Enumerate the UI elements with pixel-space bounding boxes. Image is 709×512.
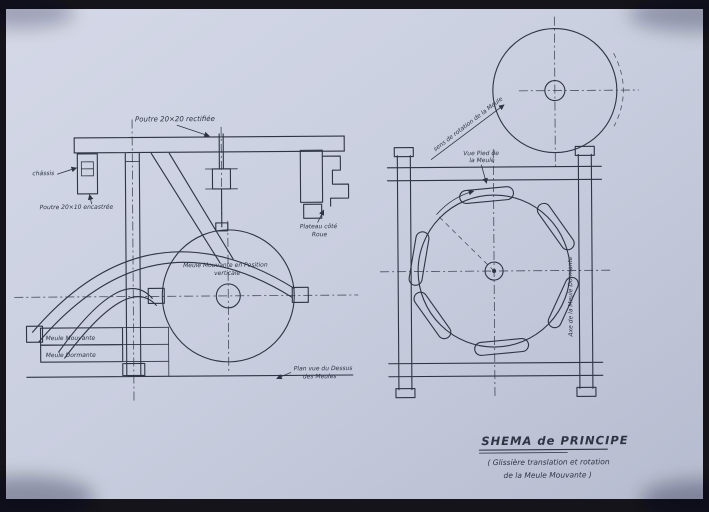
paddle [408, 231, 430, 286]
ground-line [26, 374, 354, 378]
left-clamp [147, 287, 165, 304]
paddle [474, 337, 530, 356]
chassis-leader [57, 166, 78, 175]
paddles [408, 186, 579, 356]
center-rod-assembly [204, 133, 238, 232]
elevation-view: Poutre 20×20 rectifiée châssis Poutre 20… [14, 115, 359, 402]
paddle [547, 276, 579, 329]
title-underline [478, 448, 608, 451]
chassis-block [76, 153, 99, 195]
label-axe-dormante: Axe de la Meule Dormante [567, 256, 575, 337]
plateau-leader [317, 209, 325, 223]
beam-leader [176, 124, 210, 138]
top-wheel-dashed-arc [613, 52, 624, 127]
label-wheel-2: verticale [214, 270, 240, 277]
paper-sheet [6, 9, 703, 499]
plan-ref-leader [276, 372, 292, 380]
plan-wheel-circle [417, 194, 571, 348]
paddle [413, 291, 452, 340]
label-plateau-1: Plateau côté [300, 223, 338, 230]
label-plan-ref-2: des Meules [303, 373, 337, 380]
label-box-dormante: Meule Dormante [46, 352, 96, 359]
label-beam-top: Poutre 20×20 rectifiée [135, 115, 215, 124]
pied-leader [480, 164, 488, 184]
rotation-indicator [436, 189, 495, 272]
meule-wheel [161, 229, 295, 363]
post-centerline [131, 119, 135, 402]
drawing-title: SHEMA de PRINCIPE [481, 433, 628, 448]
wheel-vertical-centerline [227, 220, 230, 373]
label-wheel-1: Meule Mouvante en Position [183, 262, 268, 270]
top-wheel-horiz-centerline [518, 89, 639, 92]
rotation-leader [430, 104, 505, 160]
title-underline-2 [478, 452, 568, 454]
title-block: SHEMA de PRINCIPE ( Glissière translatio… [478, 433, 629, 480]
label-plateau-2: Roue [312, 231, 328, 238]
drawing-subtitle-1: ( Glissière translation et rotation [487, 457, 609, 467]
paddle [459, 186, 515, 205]
embedded-leader [87, 194, 94, 205]
top-wheel-vert-centerline [553, 16, 556, 169]
diagonal-braces [150, 152, 234, 264]
meule-label-boxes [39, 326, 170, 377]
plan-wheel-hub [484, 261, 504, 281]
label-plan-ref-1: Plan vue du Dessus [294, 365, 353, 372]
label-box-mouvante: Meule Mouvante [46, 335, 96, 342]
curved-bands [25, 251, 295, 359]
vertical-post [122, 152, 146, 377]
label-pied-1: Vue Pied de [463, 150, 499, 157]
right-clamp [291, 286, 309, 303]
label-beam-embedded: Poutre 20×10 encastrée [40, 204, 114, 212]
paddle [536, 202, 575, 251]
label-chassis: châssis [32, 170, 54, 177]
plan-view: Vue Pied de la Meule Axe de la Meule Dor… [380, 145, 611, 399]
wheel-horizontal-centerline [14, 294, 359, 298]
drawing-subtitle-2: de la Meule Mouvante ) [504, 470, 592, 480]
frame-rails [386, 145, 604, 399]
label-pied-2: la Meule [469, 157, 495, 164]
